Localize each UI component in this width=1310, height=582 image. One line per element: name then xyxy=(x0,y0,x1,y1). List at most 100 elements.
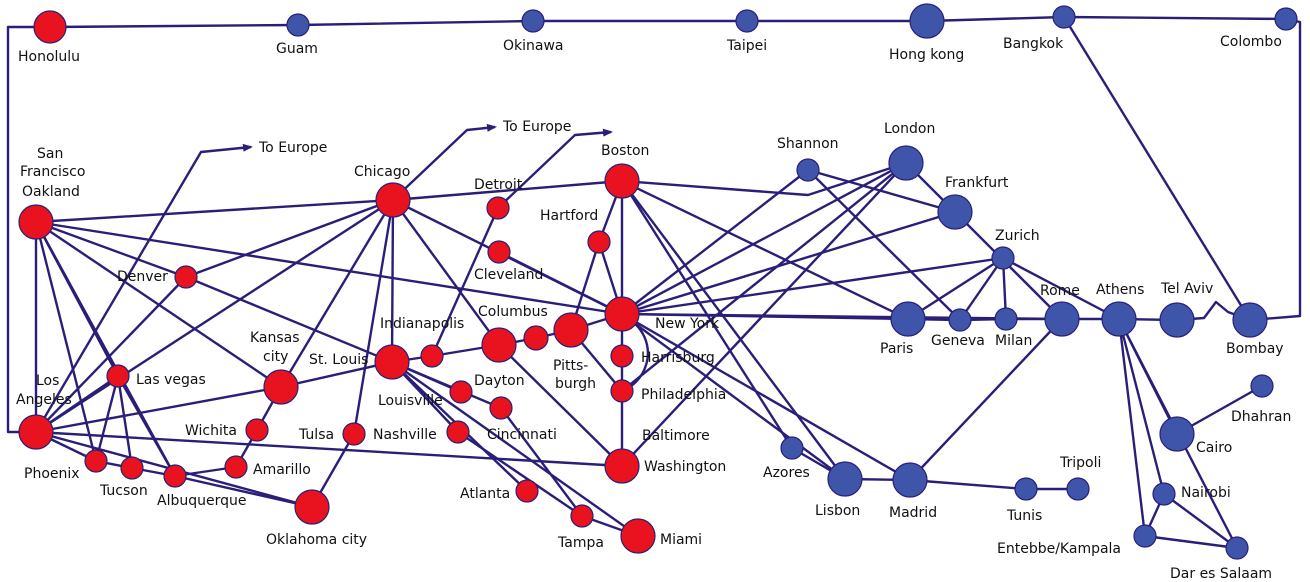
route-rome-madrid xyxy=(909,318,1063,481)
node-tripoli xyxy=(1066,477,1090,501)
label-tunis: Tunis xyxy=(1006,508,1042,524)
route-entebbe-dar xyxy=(1144,534,1238,550)
label-shannon: Shannon xyxy=(777,136,839,152)
route-colombo-bombay xyxy=(1249,17,1302,322)
route-newyork-frankfurt xyxy=(621,210,956,316)
label-sf-line2: Francisco xyxy=(20,164,85,180)
node-cleveland xyxy=(487,240,511,264)
route-kansas-stlouis xyxy=(280,360,393,389)
route-shannon-frankfurt xyxy=(807,168,956,214)
label-detroit: Detroit xyxy=(474,177,523,193)
node-amarillo xyxy=(224,455,248,479)
node-san-francisco xyxy=(18,204,54,240)
label-denver: Denver xyxy=(117,269,168,285)
route-la-washington xyxy=(35,430,623,468)
node-atlanta xyxy=(515,479,539,503)
label-guam: Guam xyxy=(276,41,318,57)
label-washington: Washington xyxy=(644,459,726,475)
node-nairobi xyxy=(1152,482,1176,506)
label-honolulu: Honolulu xyxy=(18,49,80,65)
route-boston-shannon xyxy=(621,161,907,197)
node-tel-aviv xyxy=(1159,302,1195,338)
node-lisbon xyxy=(827,461,863,497)
label-miami: Miami xyxy=(660,532,702,548)
node-st-louis xyxy=(374,344,410,380)
route-newyork-madrid xyxy=(621,312,911,482)
route-tulsa-chicago xyxy=(352,199,395,435)
label-cairo: Cairo xyxy=(1196,440,1232,456)
node-okinawa xyxy=(521,9,545,33)
label-madrid: Madrid xyxy=(889,505,937,521)
label-indianapolis: Indianapolis xyxy=(380,316,464,332)
label-to-europe-1: To Europe xyxy=(258,140,327,156)
route-boston-lisbon xyxy=(621,180,846,480)
node-rome xyxy=(1044,301,1080,337)
node-albuquerque xyxy=(163,464,187,488)
node-miami xyxy=(620,518,656,554)
label-la-line2: Angeles xyxy=(16,392,72,408)
label-nairobi: Nairobi xyxy=(1181,485,1231,501)
node-los-angeles xyxy=(18,414,54,450)
route-newyork-rome xyxy=(621,312,1063,321)
label-athens: Athens xyxy=(1096,282,1144,298)
node-columbus xyxy=(481,327,517,363)
node-boston xyxy=(604,163,640,199)
node-zurich xyxy=(991,246,1015,270)
node-tulsa xyxy=(342,422,366,446)
label-louisville: Louisville xyxy=(378,393,443,409)
label-philadelphia: Philadelphia xyxy=(641,387,726,403)
label-tucson: Tucson xyxy=(99,483,148,499)
label-geneva: Geneva xyxy=(931,333,985,349)
node-shannon xyxy=(796,158,820,182)
node-cairo xyxy=(1159,416,1195,452)
node-wichita xyxy=(245,418,269,442)
node-denver xyxy=(174,265,198,289)
node-indianapolis xyxy=(420,344,444,368)
node-dayton xyxy=(449,380,473,404)
route-newyork-zurich xyxy=(621,256,1004,316)
label-to-europe-2: To Europe xyxy=(502,119,571,135)
node-chicago xyxy=(375,182,411,218)
node-hong-kong xyxy=(909,3,945,39)
route-columbus-washington xyxy=(498,344,623,467)
route-sf-newyork xyxy=(35,220,623,316)
route-chicago-boston xyxy=(392,179,623,202)
node-entebbe-kampala xyxy=(1133,524,1157,548)
route-boston-paris xyxy=(621,179,909,321)
label-bombay: Bombay xyxy=(1226,341,1284,357)
route-albuquerque-oklahoma xyxy=(174,474,313,509)
route-la-kansas xyxy=(35,385,282,434)
label-paris: Paris xyxy=(880,341,913,357)
node-tampa xyxy=(570,504,594,528)
label-frankfurt: Frankfurt xyxy=(945,175,1009,191)
arrow-to-europe-1 xyxy=(34,143,253,433)
label-dhahran: Dhahran xyxy=(1231,409,1291,425)
route-zurich-paris xyxy=(907,256,1004,321)
label-chicago: Chicago xyxy=(354,164,410,180)
label-st-louis: St. Louis xyxy=(309,352,368,368)
label-tulsa: Tulsa xyxy=(298,427,334,443)
route-nairobi-dar xyxy=(1163,493,1238,549)
label-la-line1: Los xyxy=(36,373,59,389)
node-detroit xyxy=(486,196,510,220)
route-philadelphia-london xyxy=(621,162,907,392)
label-kansas-line1: Kansas xyxy=(250,330,300,346)
arrow-to-europe-3 xyxy=(497,128,613,209)
label-okinawa: Okinawa xyxy=(503,38,564,54)
node-washington xyxy=(604,448,640,484)
route-athens-nairobi xyxy=(1117,318,1166,495)
label-entebbe-kampala: Entebbe/Kampala xyxy=(997,541,1121,557)
route-shannon-geneva xyxy=(807,169,961,321)
node-bombay xyxy=(1232,302,1268,338)
route-newyork-london xyxy=(621,161,907,316)
route-madrid-tunis xyxy=(909,478,1027,491)
node-guam xyxy=(286,13,310,37)
route-newyork-lisbon xyxy=(621,313,846,480)
label-sf-line3: Oakland xyxy=(22,184,80,200)
node-pittsburgh xyxy=(553,312,589,348)
route-lasvegas-phoenix xyxy=(94,375,120,462)
node-paris xyxy=(890,301,926,337)
label-tripoli: Tripoli xyxy=(1059,455,1101,471)
node-dhahran xyxy=(1250,374,1274,398)
label-phoenix: Phoenix xyxy=(24,466,80,482)
